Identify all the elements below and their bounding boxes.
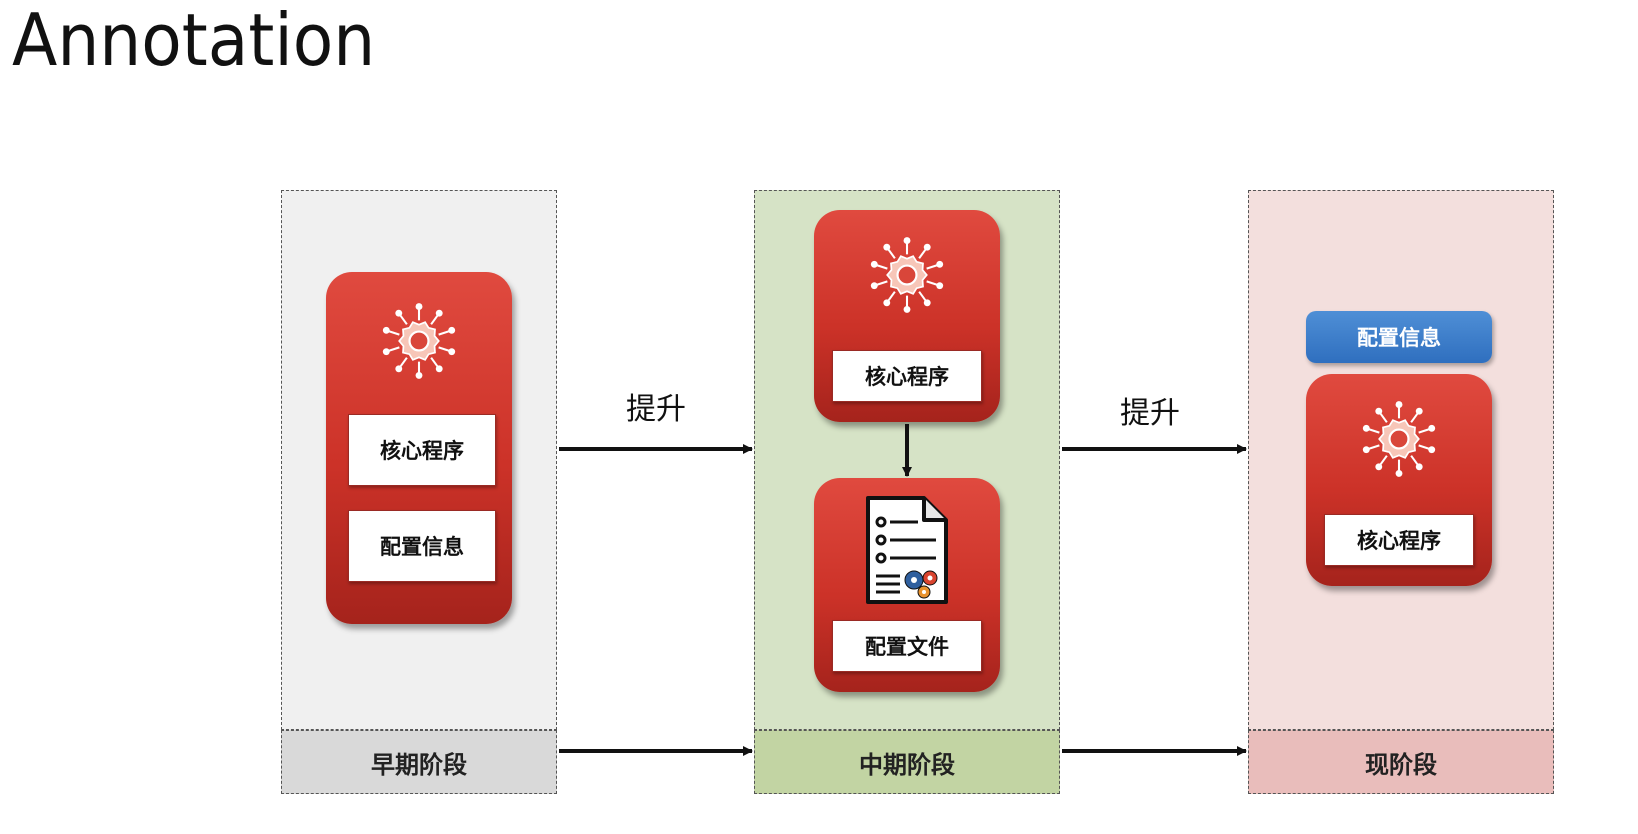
document-settings-icon: [866, 496, 948, 604]
gear-icon: [870, 237, 944, 313]
early-core-label: 核心程序: [348, 414, 496, 486]
early-config-label: 配置信息: [348, 510, 496, 582]
middle-config-card: 配置文件: [814, 478, 1000, 692]
middle-core-label: 核心程序: [832, 350, 982, 402]
gear-icon: [382, 303, 456, 379]
upgrade-label-1: 提升: [626, 392, 686, 427]
stage-footer-early: 早期阶段: [281, 730, 557, 794]
page-title: Annotation: [12, 0, 376, 82]
current-config-pill: 配置信息: [1306, 311, 1492, 363]
middle-core-card: 核心程序: [814, 210, 1000, 422]
stage-footer-current: 现阶段: [1248, 730, 1554, 794]
early-card: 核心程序 配置信息: [326, 272, 512, 624]
upgrade-label-2: 提升: [1120, 396, 1180, 431]
current-card: 核心程序: [1306, 374, 1492, 586]
current-core-label: 核心程序: [1324, 514, 1474, 566]
gear-icon: [1362, 401, 1436, 477]
middle-config-file-label: 配置文件: [832, 620, 982, 672]
stage-footer-middle: 中期阶段: [754, 730, 1060, 794]
